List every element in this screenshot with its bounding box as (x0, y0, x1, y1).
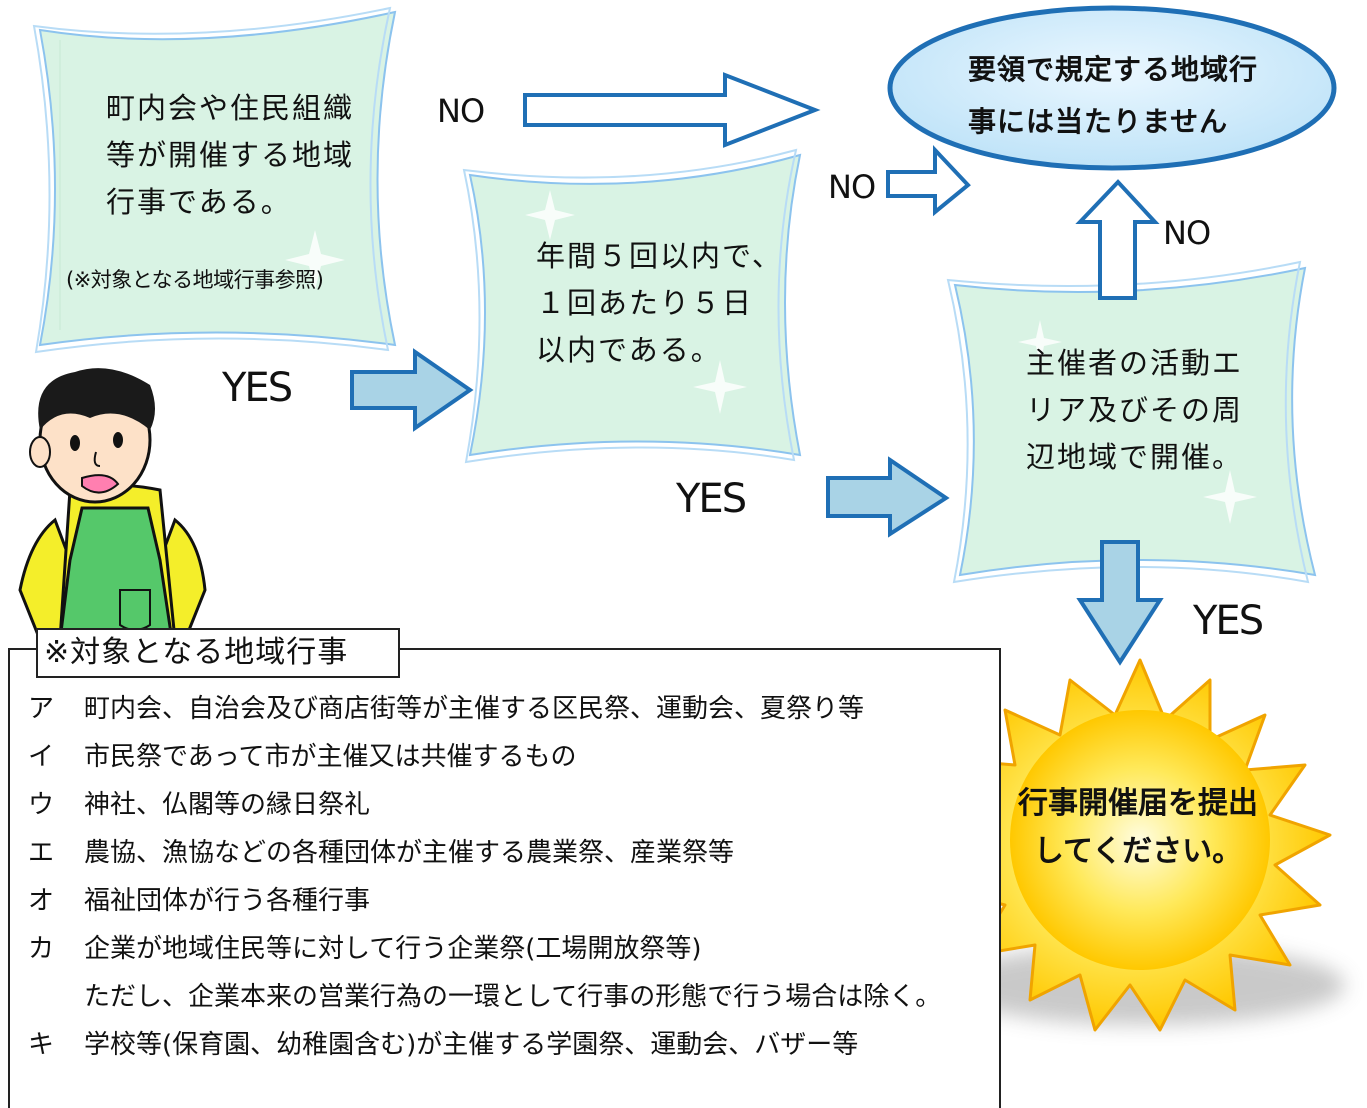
list-item-mark: キ (28, 1030, 55, 1060)
list-item-mark: ウ (28, 790, 55, 820)
arrow-yes-3 (1076, 540, 1164, 666)
arrow-no-1 (523, 72, 821, 148)
list-item-mark: エ (28, 838, 55, 868)
label-yes-1: YES (222, 365, 293, 411)
list-item-text: 市民祭であって市が主催又は共催するもの (84, 742, 577, 772)
list-item-mark: イ (28, 742, 55, 772)
list-item: ウ神社、仏閣等の縁日祭礼 (28, 784, 370, 821)
label-yes-3: YES (1193, 598, 1264, 644)
box-1-text: 町内会や住民組織 等が開催する地域 行事である。 (106, 91, 355, 219)
target-events-title: ※対象となる地域行事 (36, 628, 400, 678)
list-item-mark: オ (28, 886, 55, 916)
box-2-text: 年間５回以内で、 １回あたり５日 以内である。 (536, 239, 783, 367)
arrow-no-2 (886, 144, 971, 217)
list-item: オ福祉団体が行う各種行事 (28, 880, 370, 917)
result-yes-text: 行事開催届を提出 してください。 (1018, 786, 1258, 869)
box-3-text: 主催者の活動エ リア及びその周 辺地域で開催。 (1026, 346, 1244, 474)
target-events-box (8, 648, 1001, 1108)
arrow-yes-2 (826, 456, 950, 538)
label-no-2: NO (828, 168, 876, 206)
result-no-oval (887, 5, 1337, 171)
list-item: ア町内会、自治会及び商店街等が主催する区民祭、運動会、夏祭り等 (28, 688, 864, 725)
arrow-yes-1 (350, 348, 474, 432)
list-item: イ市民祭であって市が主催又は共催するもの (28, 736, 576, 773)
label-yes-2: YES (676, 476, 747, 522)
list-item-text: 学校等(保育園、幼稚園含む)が主催する学園祭、運動会、バザー等 (84, 1030, 859, 1060)
person-illustration (18, 368, 207, 642)
list-item-text: 農協、漁協などの各種団体が主催する農業祭、産業祭等 (84, 838, 735, 868)
list-item-text: 神社、仏閣等の縁日祭礼 (84, 790, 371, 820)
list-item-text: 町内会、自治会及び商店街等が主催する区民祭、運動会、夏祭り等 (84, 694, 865, 724)
list-item-mark: カ (28, 934, 55, 964)
list-item-text: 福祉団体が行う各種行事 (84, 886, 371, 916)
sun-shape (928, 658, 1345, 1032)
list-item-text: ただし、企業本来の営業行為の一環として行事の形態で行う場合は除く。 (84, 982, 942, 1012)
label-no-3: NO (1163, 214, 1211, 252)
list-item: キ学校等(保育園、幼稚園含む)が主催する学園祭、運動会、バザー等 (28, 1024, 858, 1061)
box-1-shape (32, 6, 397, 354)
result-no-text: 要領で規定する地域行 事には当たりません (968, 53, 1259, 138)
box-1-note: (※対象となる地域行事参照) (66, 268, 324, 292)
box-2-shape (462, 148, 802, 464)
box-3-shape (946, 260, 1317, 584)
list-item-mark: ア (28, 694, 55, 724)
list-item: エ農協、漁協などの各種団体が主催する農業祭、産業祭等 (28, 832, 734, 869)
list-item: ただし、企業本来の営業行為の一環として行事の形態で行う場合は除く。 (28, 976, 941, 1013)
label-no-1: NO (437, 92, 485, 130)
list-item-text: 企業が地域住民等に対して行う企業祭(工場開放祭等) (84, 934, 702, 964)
arrow-no-3 (1075, 179, 1160, 300)
list-item: カ企業が地域住民等に対して行う企業祭(工場開放祭等) (28, 928, 702, 965)
